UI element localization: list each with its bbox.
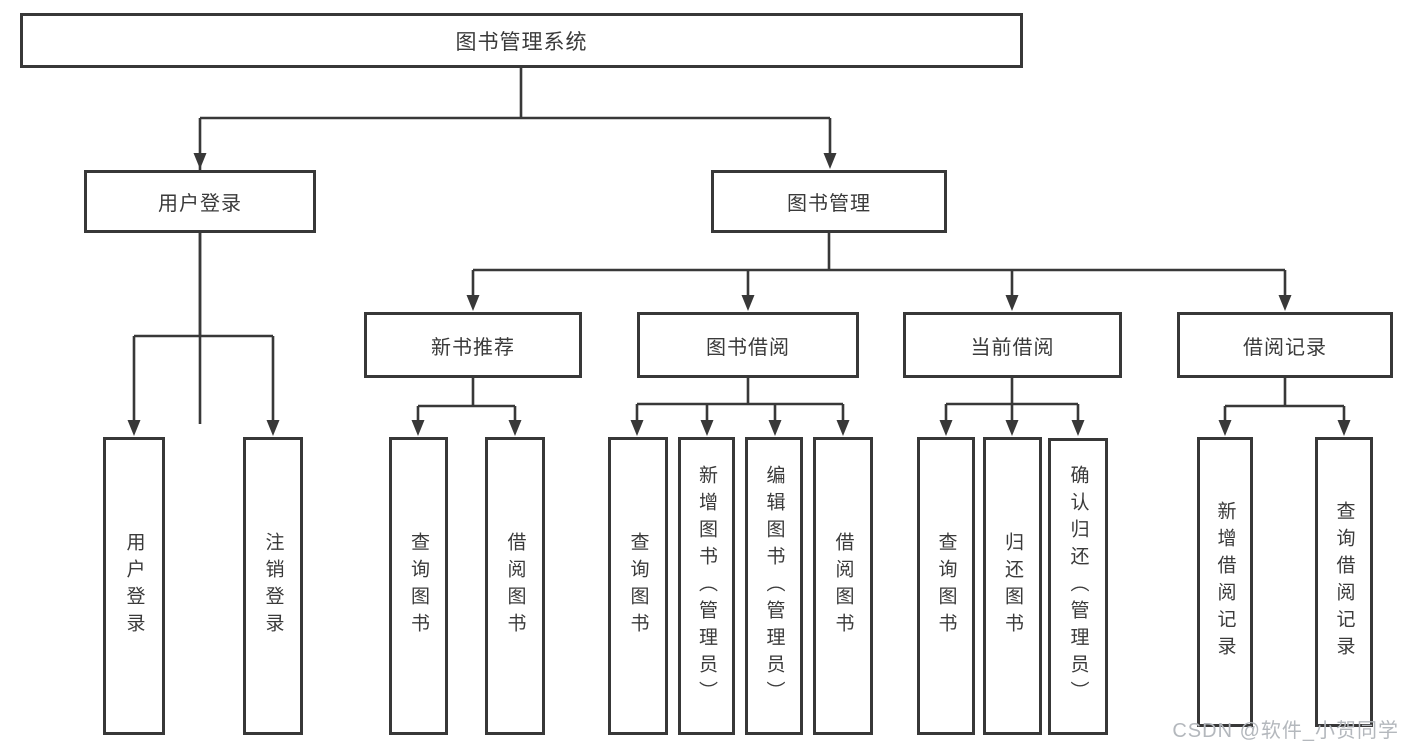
leaf-query-borrow-record: 查询借阅记录 — [1315, 437, 1373, 727]
leaf-label: 用户登录 — [123, 532, 145, 640]
leaf-label: 编辑图书（管理员） — [763, 464, 785, 708]
arrowhead-down — [466, 295, 1292, 311]
node-new-book-recommend: 新书推荐 — [364, 312, 582, 378]
leaf-label: 注销登录 — [262, 532, 284, 640]
node-book-management: 图书管理 — [711, 170, 947, 233]
leaf-label: 查询图书 — [408, 532, 429, 640]
leaf-borrow-books-recommend: 借阅图书 — [485, 437, 545, 735]
connector-line — [416, 378, 517, 424]
arrowhead-down — [411, 420, 522, 436]
leaf-return-book: 归还图书 — [983, 437, 1042, 735]
leaf-label: 新增借阅记录 — [1214, 501, 1236, 663]
connector-book-borrow-to-leaves — [630, 378, 850, 436]
node-user-login: 用户登录 — [84, 170, 316, 233]
connector-line — [635, 378, 845, 424]
connector-new-book-to-leaves — [411, 378, 522, 436]
connector-borrow-records-to-leaves — [1218, 378, 1351, 436]
connector-book-management-to-level3 — [466, 233, 1292, 311]
leaf-label: 新增图书（管理员） — [696, 464, 717, 708]
leaf-confirm-return-admin: 确认归还（管理员） — [1048, 438, 1108, 735]
leaf-query-books-borrow: 查询图书 — [608, 437, 668, 735]
node-root-system: 图书管理系统 — [20, 13, 1023, 68]
arrowhead-down — [939, 420, 1085, 436]
connector-line — [1223, 378, 1346, 424]
arrowhead-down — [1218, 420, 1351, 436]
leaf-add-book-admin: 新增图书（管理员） — [678, 437, 735, 735]
arrowhead-down — [127, 420, 280, 436]
connector-line — [944, 378, 1080, 424]
csdn-watermark: CSDN @软件_小贺同学 — [1172, 720, 1399, 742]
connector-line — [132, 233, 275, 424]
connector-user-login-to-leaves — [127, 233, 280, 436]
leaf-logout: 注销登录 — [243, 437, 303, 735]
leaf-label: 借阅图书 — [832, 532, 854, 640]
leaf-query-books-recommend: 查询图书 — [389, 437, 448, 735]
leaf-label: 查询图书 — [627, 532, 649, 640]
connector-current-borrow-to-leaves — [939, 378, 1085, 436]
leaf-user-login: 用户登录 — [103, 437, 165, 735]
arrowhead-down — [630, 420, 850, 436]
leaf-label: 确认归还（管理员） — [1067, 465, 1089, 708]
leaf-label: 借阅图书 — [504, 532, 526, 640]
leaf-borrow-books: 借阅图书 — [813, 437, 873, 735]
leaf-label: 查询借阅记录 — [1333, 501, 1355, 663]
leaf-add-borrow-record: 新增借阅记录 — [1197, 437, 1253, 727]
node-borrow-records: 借阅记录 — [1177, 312, 1393, 378]
leaf-edit-book-admin: 编辑图书（管理员） — [745, 437, 803, 735]
node-current-borrow: 当前借阅 — [903, 312, 1122, 378]
node-book-borrow: 图书借阅 — [637, 312, 859, 378]
arrowhead-down — [193, 153, 837, 169]
connector-line — [471, 233, 1287, 300]
leaf-label: 归还图书 — [1002, 532, 1023, 640]
leaf-query-books-current: 查询图书 — [917, 437, 975, 735]
leaf-label: 查询图书 — [935, 532, 957, 640]
